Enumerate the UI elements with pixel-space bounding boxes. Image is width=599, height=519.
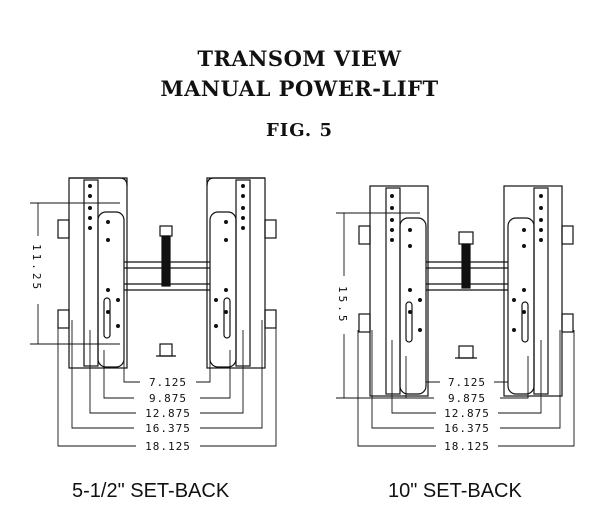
- right-slide-plate: [209, 211, 237, 368]
- left-dim-4: 16.375: [145, 422, 191, 435]
- right-lift-drawing: [358, 185, 574, 397]
- left-width-dimensions: [57, 320, 277, 447]
- left-lift-drawing: [57, 177, 277, 369]
- right-view-left-slide: [399, 217, 427, 395]
- right-view-lower-right-bolt: [561, 313, 574, 333]
- right-view-lower-left-bolt: [358, 313, 371, 333]
- left-bottom-nut: [159, 343, 173, 357]
- left-dim-2: 9.875: [149, 392, 187, 405]
- title-line-1: TRANSOM VIEW: [197, 46, 402, 71]
- left-dim-1: 7.125: [149, 376, 187, 389]
- right-view-upper-right-bolt: [561, 225, 574, 245]
- left-top-nut: [159, 225, 173, 237]
- left-lower-bolt: [57, 309, 70, 329]
- right-dim-2: 9.875: [448, 392, 486, 405]
- right-lower-bolt: [264, 309, 277, 329]
- right-dim-1: 7.125: [448, 376, 486, 389]
- left-upper-bolt: [57, 219, 70, 239]
- right-view-right-slide: [507, 217, 535, 395]
- title-block: TRANSOM VIEW MANUAL POWER-LIFT: [0, 44, 599, 104]
- right-upper-bolt: [264, 219, 277, 239]
- left-height-dimension: [30, 202, 120, 345]
- right-view-right-plate: [503, 185, 563, 397]
- right-dim-4: 16.375: [444, 422, 490, 435]
- right-dim-3: 12.875: [444, 407, 490, 420]
- title-line-2: MANUAL POWER-LIFT: [160, 76, 439, 101]
- left-dim-3: 12.875: [145, 407, 191, 420]
- right-view-caption: 10" SET-BACK: [388, 480, 522, 502]
- right-dim-5: 18.125: [444, 440, 490, 453]
- figure-label: FIG. 5: [266, 120, 333, 141]
- left-lift-screw: [161, 235, 171, 287]
- right-bottom-nut: [458, 345, 474, 359]
- right-height-label: 15.5: [336, 286, 349, 325]
- left-height-label: 11.25: [30, 244, 43, 292]
- right-lift-screw: [461, 243, 471, 289]
- left-dim-5: 18.125: [145, 440, 191, 453]
- right-top-nut: [458, 231, 474, 245]
- right-view-upper-left-bolt: [358, 225, 371, 245]
- left-view-caption: 5-1/2" SET-BACK: [72, 480, 230, 502]
- right-view-left-plate: [369, 185, 429, 397]
- right-width-dimensions: [357, 330, 575, 447]
